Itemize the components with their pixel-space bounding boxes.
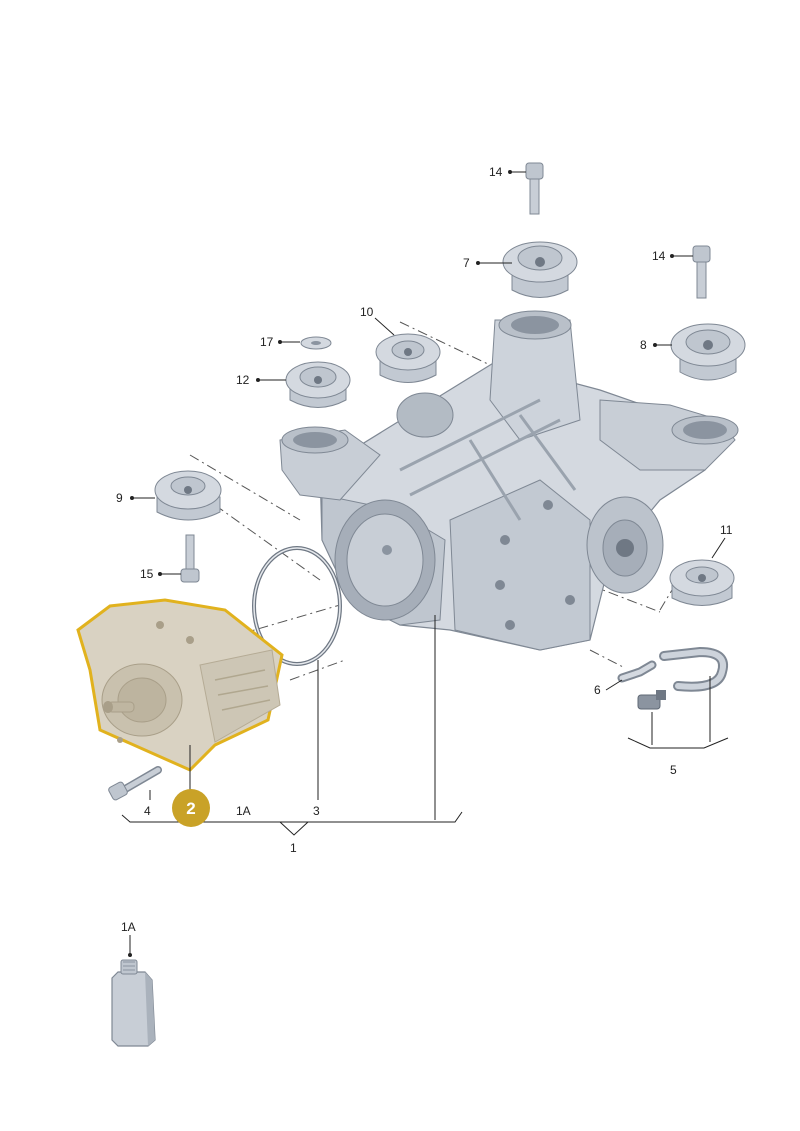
- callout-1a: 1A: [236, 804, 251, 818]
- callout-1: 1: [290, 841, 297, 855]
- mount-12: [285, 361, 351, 408]
- callout-10: 10: [360, 305, 374, 319]
- breather-hose: [659, 646, 728, 692]
- highlight-badge-2[interactable]: 2: [172, 789, 210, 827]
- callout-3: 3: [313, 804, 320, 818]
- mount-10: [375, 333, 441, 383]
- callout-8: 8: [640, 338, 647, 352]
- mount-9: [154, 470, 222, 521]
- callout-6: 6: [594, 683, 601, 697]
- elbow-6: [617, 660, 657, 683]
- callout-4: 4: [144, 804, 151, 818]
- bolt-15: [180, 534, 200, 583]
- mount-11: [669, 559, 735, 606]
- highlighted-pump-2: [76, 598, 284, 772]
- o-ring-3: [252, 546, 342, 666]
- callout-1a-bottle: 1A: [121, 920, 136, 934]
- highlight-badge-label: 2: [186, 799, 195, 818]
- mount-8: [670, 323, 746, 381]
- callout-7: 7: [463, 256, 470, 270]
- callout-12: 12: [236, 373, 250, 387]
- callout-11: 11: [720, 523, 733, 537]
- washer-17: [300, 336, 332, 350]
- callout-15: 15: [140, 567, 154, 581]
- differential-housing: [279, 310, 739, 651]
- mount-7: [502, 241, 578, 298]
- oil-bottle-1a: [111, 959, 156, 1047]
- callout-5: 5: [670, 763, 677, 777]
- callout-labels: 14 7 14 8 10 17 12 9 15 11 6 5 4 3 1A 1 …: [116, 165, 733, 934]
- callout-14-left: 14: [489, 165, 503, 179]
- callout-17: 17: [260, 335, 274, 349]
- hose-clamp: [637, 690, 666, 710]
- bolt-4: [108, 766, 162, 801]
- bolt-14-left: [525, 162, 544, 215]
- leader-lines: [121, 170, 729, 957]
- bolt-14-right: [692, 245, 711, 299]
- callout-14-right: 14: [652, 249, 666, 263]
- callout-9: 9: [116, 491, 123, 505]
